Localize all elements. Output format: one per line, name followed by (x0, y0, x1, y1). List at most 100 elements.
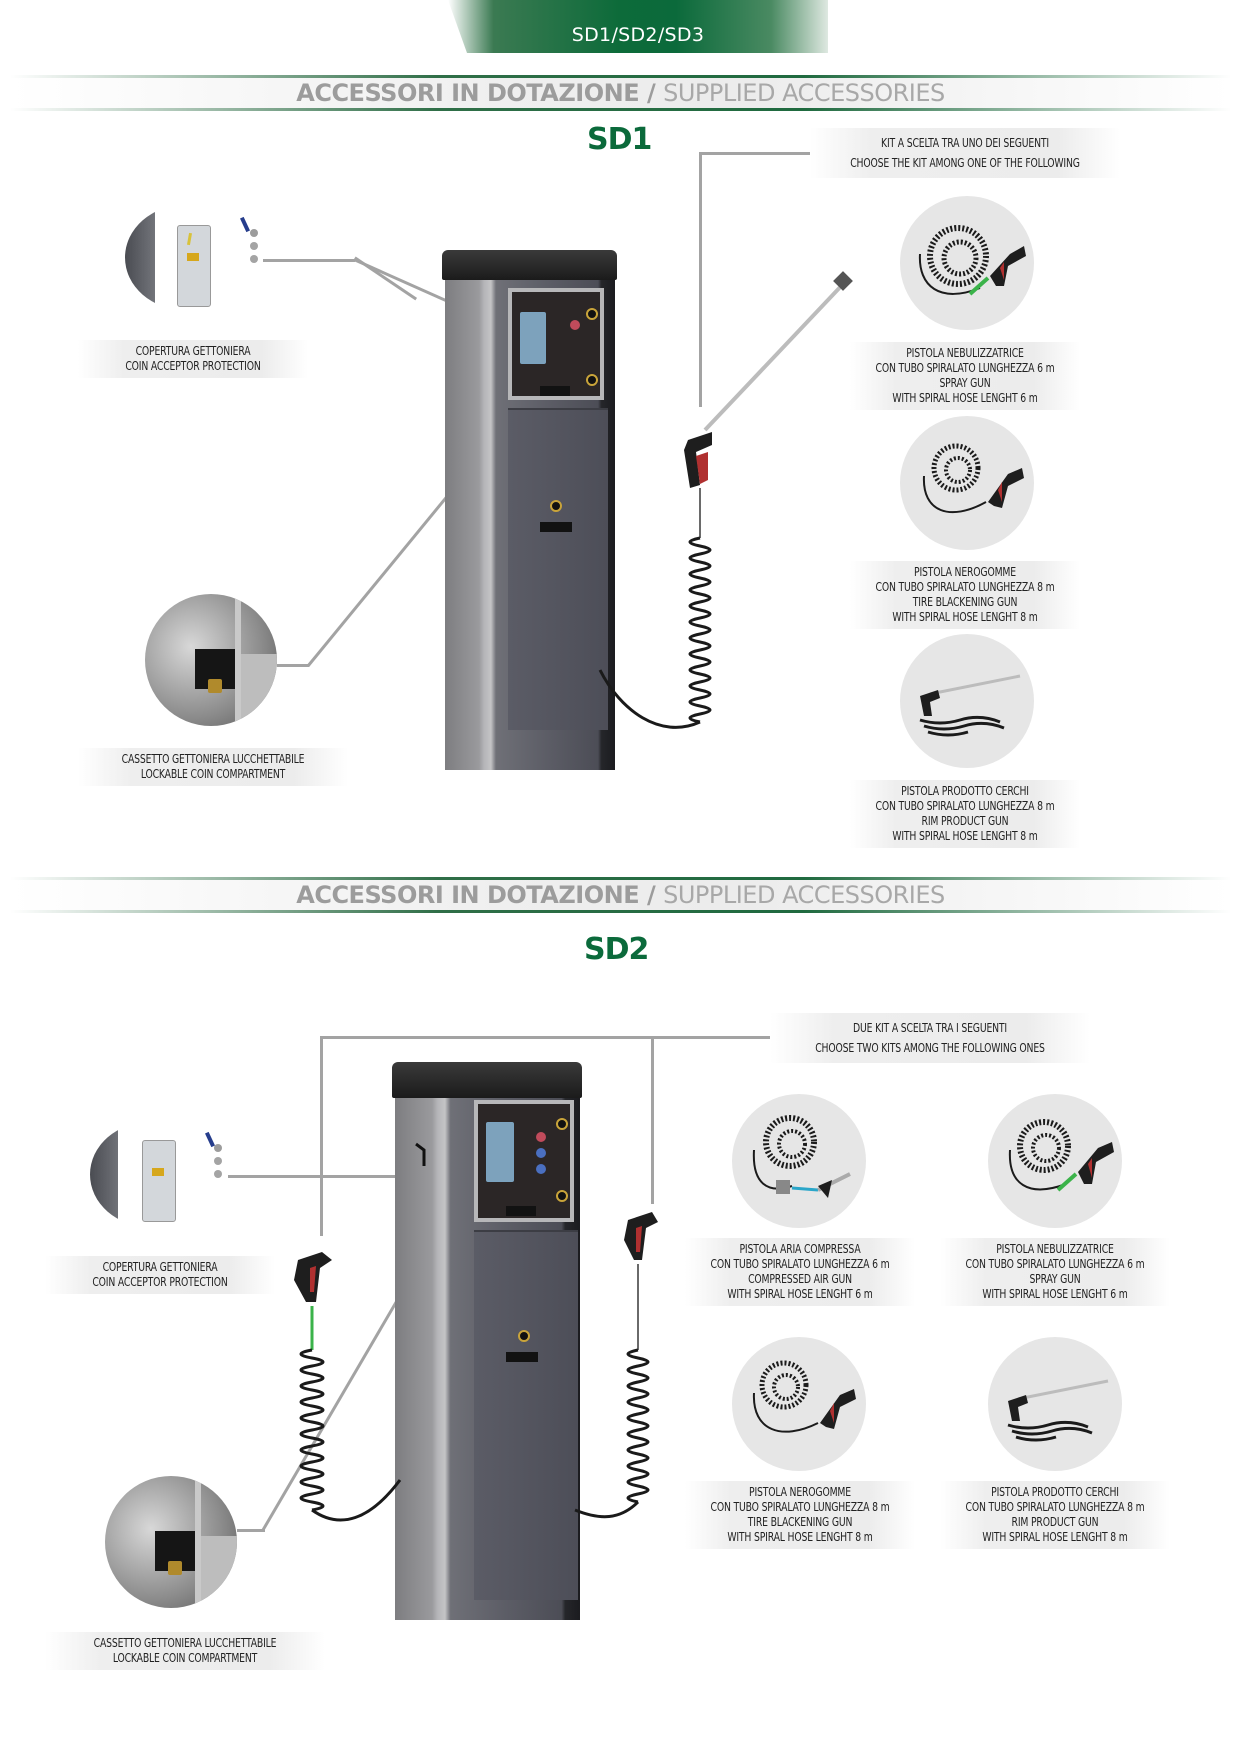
caption-line: TIRE BLACKENING GUN (912, 595, 1018, 609)
caption-line: PISTOLA NEBULIZZATRICE (996, 1242, 1114, 1256)
spiral-hose (299, 1348, 325, 1512)
caption-kit-sd2-1: PISTOLA ARIA COMPRESSA CON TUBO SPIRALAT… (685, 1238, 915, 1306)
tire-blackening-gun-photo (732, 1337, 866, 1471)
section-title-en: SUPPLIED ACCESSORIES (663, 881, 945, 909)
model-title-sd1: SD1 (587, 122, 652, 157)
kit-header-line1: KIT A SCELTA TRA UNO DEI SEGUENTI (881, 136, 1049, 150)
caption-kit-sd2-3: PISTOLA NEROGOMME CON TUBO SPIRALATO LUN… (685, 1481, 915, 1549)
caption-line: CON TUBO SPIRALATO LUNGHEZZA 8 m (875, 799, 1055, 813)
kit-header-line2: CHOOSE TWO KITS AMONG THE FOLLOWING ONES (815, 1041, 1045, 1055)
kit-header-sd2: DUE KIT A SCELTA TRA I SEGUENTI CHOOSE T… (770, 1013, 1090, 1063)
spiral-hose (688, 536, 712, 724)
hose-tail (311, 1479, 402, 1522)
caption-coin-cover-sd1: COPERTURA GETTONIERA COIN ACCEPTOR PROTE… (78, 340, 308, 378)
caption-line: WITH SPIRAL HOSE LENGHT 8 m (727, 1530, 873, 1544)
caption-line: SPRAY GUN (939, 376, 991, 390)
kit-header-line1: DUE KIT A SCELTA TRA I SEGUENTI (853, 1021, 1007, 1035)
caption-line: WITH SPIRAL HOSE LENGHT 6 m (892, 391, 1038, 405)
section-band-sd1: ACCESSORI IN DOTAZIONE / SUPPLIED ACCESS… (0, 75, 1241, 111)
coin-acceptor-cover-photo (90, 1122, 230, 1227)
gun-grip (684, 432, 712, 488)
section-band-sd2: ACCESSORI IN DOTAZIONE / SUPPLIED ACCESS… (0, 877, 1241, 913)
connector-line (699, 152, 702, 407)
caption-kit-sd1-2: PISTOLA NEROGOMME CON TUBO SPIRALATO LUN… (850, 561, 1080, 629)
gun-lance (703, 280, 847, 432)
caption-line: TIRE BLACKENING GUN (747, 1515, 853, 1529)
dispenser-sd2 (390, 1062, 590, 1622)
caption-line-en: LOCKABLE COIN COMPARTMENT (112, 1651, 258, 1665)
section-title-it: ACCESSORI IN DOTAZIONE (296, 881, 640, 909)
kit-header-line2: CHOOSE THE KIT AMONG ONE OF THE FOLLOWIN… (850, 156, 1080, 170)
caption-line-it: CASSETTO GETTONIERA LUCCHETTABILE (93, 1636, 277, 1650)
model-range-label: SD1/SD2/SD3 (571, 24, 705, 46)
caption-kit-sd1-3: PISTOLA PRODOTTO CERCHI CON TUBO SPIRALA… (850, 780, 1080, 848)
caption-line: CON TUBO SPIRALATO LUNGHEZZA 6 m (710, 1257, 890, 1271)
caption-kit-sd2-4: PISTOLA PRODOTTO CERCHI CON TUBO SPIRALA… (940, 1481, 1170, 1549)
caption-line: WITH SPIRAL HOSE LENGHT 6 m (982, 1287, 1128, 1301)
connector-line (354, 256, 418, 301)
caption-line-it: COPERTURA GETTONIERA (135, 344, 251, 358)
gun-trigger (696, 452, 708, 484)
kit-header-sd1: KIT A SCELTA TRA UNO DEI SEGUENTI CHOOSE… (810, 128, 1120, 178)
gun-left-sd2 (294, 1252, 402, 1522)
dispenser-sd1 (440, 250, 620, 775)
caption-kit-sd1-1: PISTOLA NEBULIZZATRICE CON TUBO SPIRALAT… (850, 342, 1080, 410)
caption-line-en: COIN ACCEPTOR PROTECTION (92, 1275, 228, 1289)
gun-nozzle (833, 271, 853, 291)
caption-coin-cover-sd2: COPERTURA GETTONIERA COIN ACCEPTOR PROTE… (45, 1256, 275, 1294)
caption-line: PISTOLA PRODOTTO CERCHI (901, 784, 1029, 798)
caption-line: CON TUBO SPIRALATO LUNGHEZZA 8 m (710, 1500, 890, 1514)
spray-gun-photo (988, 1094, 1122, 1228)
header-tab (448, 0, 828, 53)
caption-line-en: LOCKABLE COIN COMPARTMENT (140, 767, 286, 781)
caption-line: PISTOLA NEROGOMME (914, 565, 1016, 579)
model-title-sd2: SD2 (584, 932, 649, 967)
hose-tail (598, 669, 701, 729)
caption-line: CON TUBO SPIRALATO LUNGHEZZA 6 m (965, 1257, 1145, 1271)
caption-line: WITH SPIRAL HOSE LENGHT 6 m (727, 1287, 873, 1301)
connector-line (651, 1036, 654, 1204)
section-title-sep: / (639, 79, 664, 107)
caption-line: WITH SPIRAL HOSE LENGHT 8 m (982, 1530, 1128, 1544)
caption-line: COMPRESSED AIR GUN (748, 1272, 852, 1286)
connector-line (320, 1036, 323, 1236)
caption-line: RIM PRODUCT GUN (921, 814, 1009, 828)
connector-line (277, 664, 309, 667)
caption-line: PISTOLA PRODOTTO CERCHI (991, 1485, 1119, 1499)
caption-line: WITH SPIRAL HOSE LENGHT 8 m (892, 610, 1038, 624)
caption-line: PISTOLA ARIA COMPRESSA (739, 1242, 861, 1256)
connector-line (700, 152, 810, 155)
caption-line-it: COPERTURA GETTONIERA (102, 1260, 218, 1274)
connector-line (320, 1036, 770, 1039)
caption-line: CON TUBO SPIRALATO LUNGHEZZA 8 m (965, 1500, 1145, 1514)
connector-line (228, 1175, 483, 1178)
gun-trigger (636, 1226, 642, 1252)
hose-hook-icon (415, 1142, 426, 1166)
section-title-it: ACCESSORI IN DOTAZIONE (296, 79, 640, 107)
connector-line (237, 1529, 265, 1532)
gun-right-sd2 (574, 1212, 658, 1519)
caption-drawer-sd2: CASSETTO GETTONIERA LUCCHETTABILE LOCKAB… (45, 1632, 325, 1670)
caption-line: PISTOLA NEROGOMME (749, 1485, 851, 1499)
caption-line: CON TUBO SPIRALATO LUNGHEZZA 8 m (875, 580, 1055, 594)
caption-line: RIM PRODUCT GUN (1011, 1515, 1099, 1529)
lockable-drawer-photo (105, 1476, 237, 1608)
connector-line (263, 259, 355, 262)
caption-line-it: CASSETTO GETTONIERA LUCCHETTABILE (121, 752, 305, 766)
spray-gun-photo (900, 196, 1034, 330)
tire-blackening-gun-photo (900, 416, 1034, 550)
caption-kit-sd2-2: PISTOLA NEBULIZZATRICE CON TUBO SPIRALAT… (940, 1238, 1170, 1306)
spiral-hose (626, 1348, 650, 1504)
caption-line: SPRAY GUN (1029, 1272, 1081, 1286)
coin-acceptor-cover-photo (125, 205, 265, 310)
compressed-air-gun-photo (732, 1094, 866, 1228)
caption-line: PISTOLA NEBULIZZATRICE (906, 346, 1024, 360)
caption-line: WITH SPIRAL HOSE LENGHT 8 m (892, 829, 1038, 843)
section-title-sep: / (639, 881, 664, 909)
gun-trigger (310, 1266, 316, 1292)
hose-tail (574, 1500, 640, 1519)
section-title: ACCESSORI IN DOTAZIONE / SUPPLIED ACCESS… (0, 79, 1241, 107)
rim-product-gun-photo (988, 1337, 1122, 1471)
lockable-drawer-photo (145, 594, 277, 726)
caption-drawer-sd1: CASSETTO GETTONIERA LUCCHETTABILE LOCKAB… (78, 748, 348, 786)
